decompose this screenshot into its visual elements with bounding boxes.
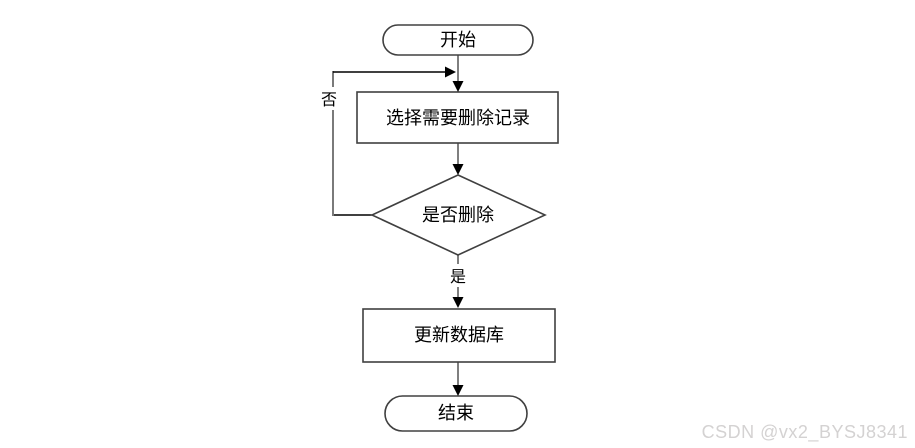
- node-start-label: 开始: [440, 30, 476, 51]
- yes-label-mask: [449, 264, 467, 287]
- edge-label-yes: 是: [450, 267, 466, 286]
- node-update-label: 更新数据库: [414, 325, 504, 346]
- arrowhead-into-end: [452, 385, 464, 396]
- node-decision-diamond: [370, 174, 547, 256]
- node-update-process: [362, 308, 556, 363]
- csdn-watermark: CSDN @vx2_BYSJ8341: [701, 422, 908, 442]
- node-end-terminator: [384, 395, 528, 432]
- arrowhead-no-loop-rejoin: [445, 66, 456, 78]
- arrowhead-into-decision: [452, 164, 464, 175]
- no-label-mask: [320, 87, 338, 110]
- node-decision-label: 是否删除: [422, 205, 494, 226]
- node-select-label: 选择需要删除记录: [386, 108, 530, 129]
- arrowhead-into-select: [452, 81, 464, 92]
- node-end-label: 结束: [438, 403, 474, 424]
- arrowhead-into-update: [452, 297, 464, 308]
- edge-label-no: 否: [321, 90, 337, 109]
- node-select-process: [356, 91, 559, 144]
- node-start-terminator: [382, 24, 534, 56]
